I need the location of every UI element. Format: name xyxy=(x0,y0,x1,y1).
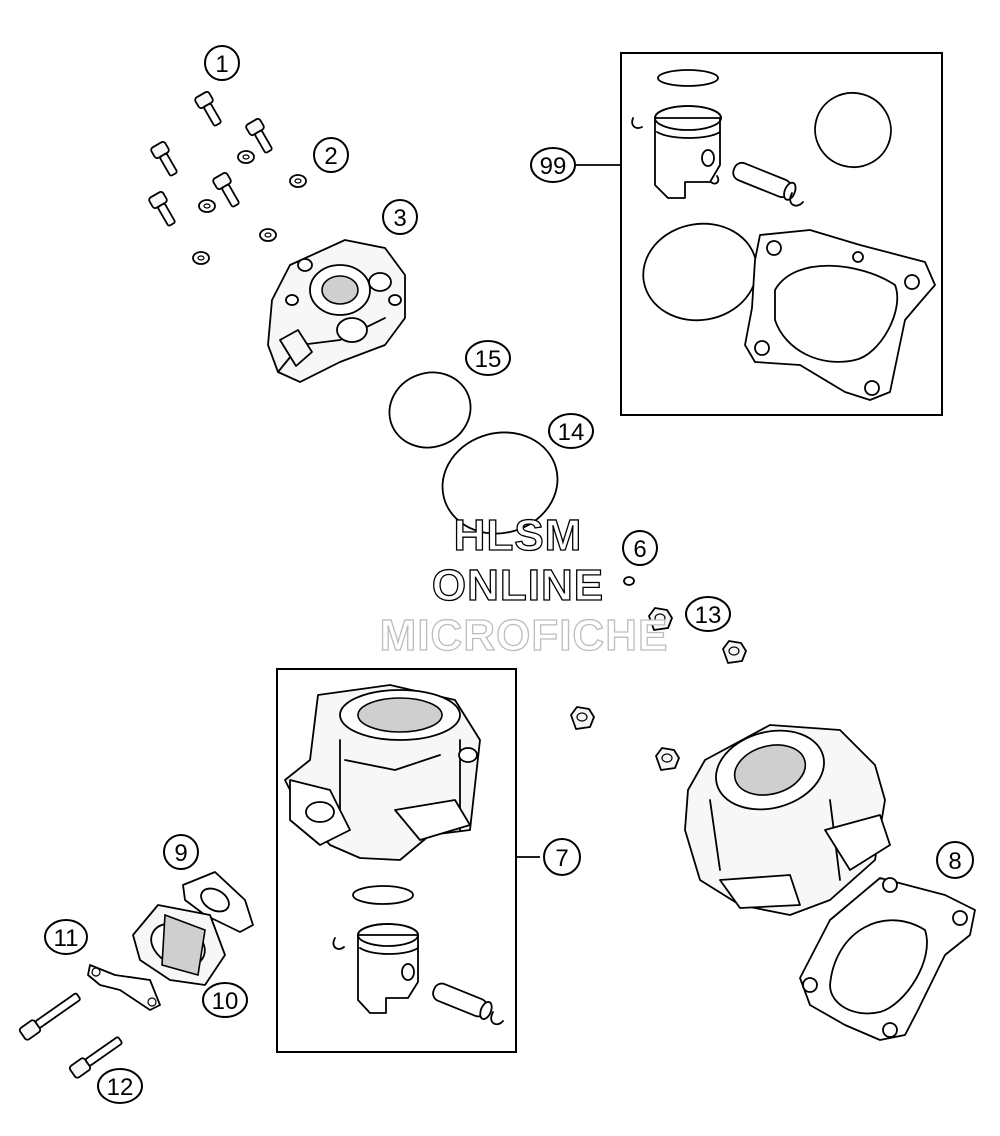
callout-15[interactable]: 15 xyxy=(465,340,511,376)
exhaust-flange-10 xyxy=(132,904,226,986)
nuts-13 xyxy=(570,607,747,771)
callout-8[interactable]: 8 xyxy=(936,841,974,879)
cylinder-head xyxy=(267,239,406,383)
callout-label-8: 8 xyxy=(948,848,961,875)
callout-11[interactable]: 11 xyxy=(44,919,88,955)
cylinder-head-bolts xyxy=(148,91,273,227)
callout-label-3: 3 xyxy=(393,205,406,232)
callout-label-6: 6 xyxy=(633,536,646,563)
callout-label-99: 99 xyxy=(540,153,567,180)
callout-13[interactable]: 13 xyxy=(685,596,731,632)
o-ring-14 xyxy=(441,431,559,535)
callout-7[interactable]: 7 xyxy=(543,838,581,876)
watermark-line-2: ONLINE xyxy=(432,561,604,610)
callout-9[interactable]: 9 xyxy=(163,834,199,870)
watermark-line-3: MICROFICHE xyxy=(380,611,669,660)
watermark: HLSM ONLINE MICROFICHE xyxy=(379,510,669,660)
washers xyxy=(192,150,307,265)
cylinder-kit-contents xyxy=(284,684,504,1026)
locating-pin-6 xyxy=(623,576,635,586)
o-ring-15 xyxy=(388,371,472,449)
exhaust-bolts-12 xyxy=(18,992,123,1079)
exhaust-clamp-11 xyxy=(87,964,161,1011)
callout-2[interactable]: 2 xyxy=(313,137,349,173)
callout-14[interactable]: 14 xyxy=(548,413,594,449)
callout-6[interactable]: 6 xyxy=(622,530,658,566)
callout-10[interactable]: 10 xyxy=(202,982,248,1018)
callout-99[interactable]: 99 xyxy=(530,147,576,183)
callout-label-14: 14 xyxy=(558,419,585,446)
cylinder-8 xyxy=(684,724,891,916)
callout-label-1: 1 xyxy=(215,51,228,78)
callout-label-10: 10 xyxy=(212,988,239,1015)
watermark-line-1: HLSM xyxy=(454,511,583,560)
callout-12[interactable]: 12 xyxy=(97,1068,143,1104)
exhaust-gasket-9 xyxy=(182,871,254,933)
callout-label-9: 9 xyxy=(174,840,187,867)
callout-1[interactable]: 1 xyxy=(204,45,240,81)
callout-label-13: 13 xyxy=(695,602,722,629)
piston-kit-box-99 xyxy=(620,52,943,416)
cylinder-base-gasket-8 xyxy=(799,877,976,1041)
callout-label-7: 7 xyxy=(555,845,568,872)
callout-label-2: 2 xyxy=(324,143,337,170)
piston-kit-contents xyxy=(631,69,936,401)
callout-label-15: 15 xyxy=(475,346,502,373)
callout-label-12: 12 xyxy=(107,1074,134,1101)
callout-label-11: 11 xyxy=(54,925,79,952)
callout-3[interactable]: 3 xyxy=(382,199,418,235)
cylinder-kit-box-7 xyxy=(276,668,517,1053)
